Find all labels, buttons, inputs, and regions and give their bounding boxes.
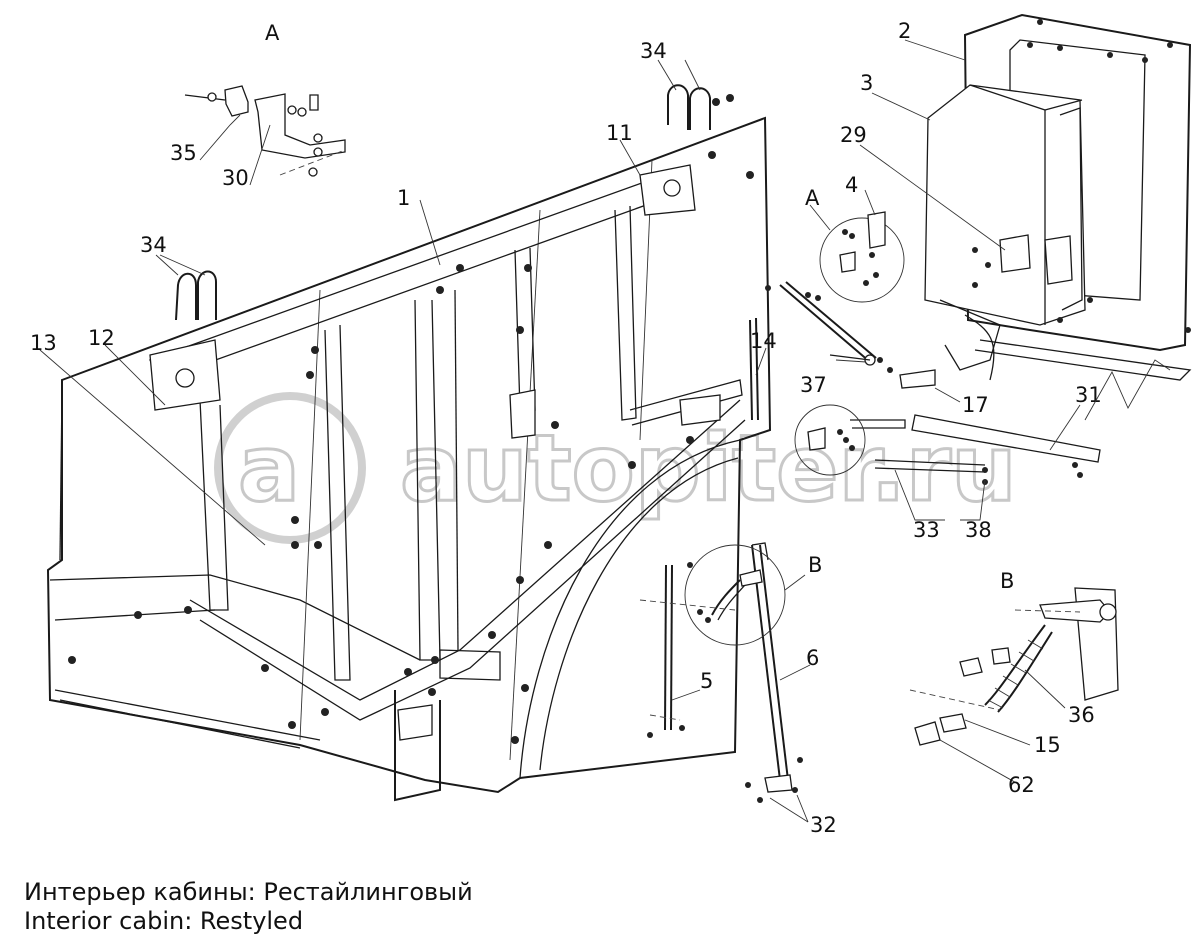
callout-14: 14 <box>750 329 777 353</box>
mounting-rails <box>794 369 1101 485</box>
gas-strut <box>749 281 893 421</box>
callout-labels: 1 2 3 4 5 6 11 12 13 14 15 17 29 30 31 3… <box>30 19 1102 837</box>
callout-13: 13 <box>30 331 57 355</box>
caption-en: Interior cabin: Restyled <box>24 907 304 935</box>
callout-38: 38 <box>965 518 992 542</box>
callout-34-right: 34 <box>640 39 667 63</box>
callout-62: 62 <box>1008 773 1035 797</box>
detail-a-circle <box>819 211 905 303</box>
air-box-assembly <box>924 13 1192 381</box>
break-mark <box>1084 359 1171 421</box>
callout-34-left: 34 <box>140 233 167 257</box>
callout-2: 2 <box>898 19 911 43</box>
cabin-side-panel <box>46 116 772 802</box>
callout-15: 15 <box>1034 733 1061 757</box>
watermark: a autopiter.ru <box>214 392 1018 544</box>
caption-ru: Интерьер кабины: Рестайлинговый <box>24 878 473 906</box>
callout-12: 12 <box>88 326 115 350</box>
leader-lines <box>39 39 1081 823</box>
view-label-b-detail: B <box>1000 569 1014 593</box>
u-bolts <box>175 84 734 321</box>
view-label-b-mid: B <box>808 553 822 577</box>
view-label-a-mid: A <box>805 186 820 210</box>
callout-11: 11 <box>606 121 633 145</box>
watermark-logo-letter: a <box>238 415 300 522</box>
callout-35: 35 <box>170 141 197 165</box>
callout-36: 36 <box>1068 703 1095 727</box>
support-rods <box>639 542 803 803</box>
detail-a-bracket <box>184 85 346 177</box>
callout-32: 32 <box>810 813 837 837</box>
callout-37: 37 <box>800 373 827 397</box>
callout-33: 33 <box>913 518 940 542</box>
callout-29: 29 <box>840 123 867 147</box>
callout-1: 1 <box>397 186 410 210</box>
callout-6: 6 <box>806 646 819 670</box>
callout-4: 4 <box>845 173 858 197</box>
callout-30: 30 <box>222 166 249 190</box>
callout-17: 17 <box>962 393 989 417</box>
detail-b-spring <box>909 587 1119 746</box>
view-label-a-top: A <box>265 21 280 45</box>
callout-31: 31 <box>1075 383 1102 407</box>
caption-block: Интерьер кабины: Рестайлинговый Interior… <box>24 878 473 936</box>
callout-5: 5 <box>700 669 713 693</box>
callout-3: 3 <box>860 71 873 95</box>
